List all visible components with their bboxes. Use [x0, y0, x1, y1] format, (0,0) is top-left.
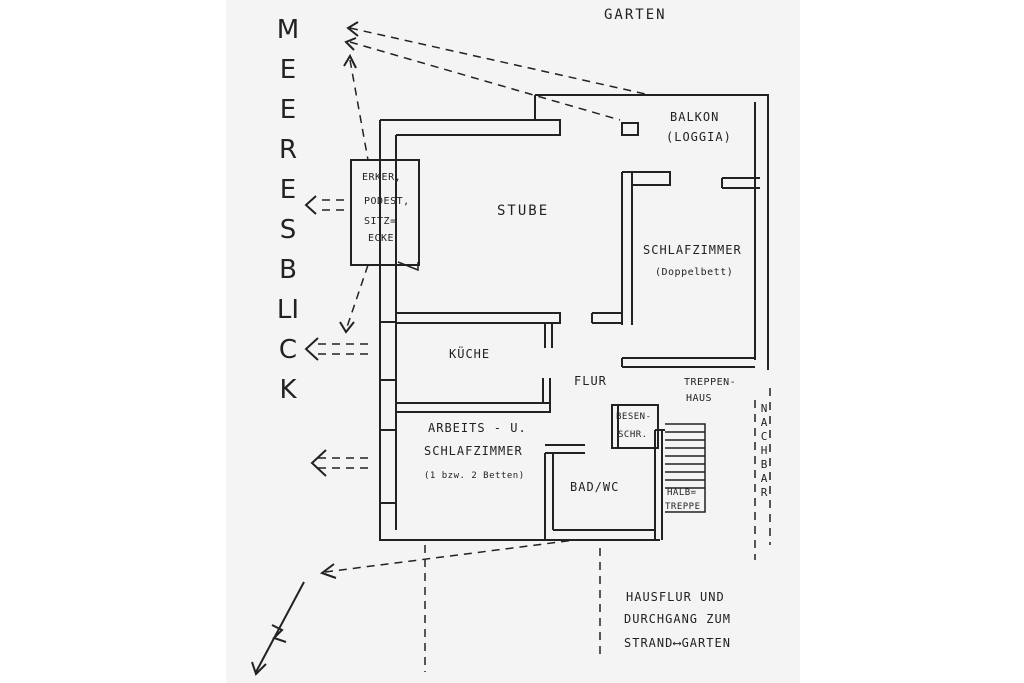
- label-balkon: BALKON: [670, 110, 720, 124]
- label-loggia: (LOGGIA): [666, 130, 732, 144]
- label-treppenhaus-2: HAUS: [686, 393, 713, 404]
- walls: [379, 94, 769, 541]
- north-arrow: [251, 581, 305, 676]
- staircase: [665, 423, 706, 513]
- label-schlafzimmer: SCHLAFZIMMER: [643, 243, 742, 257]
- label-hausflur-3: STRAND⟷GARTEN: [624, 636, 731, 650]
- dashed-lines: [318, 27, 771, 672]
- label-doppelbett: (Doppelbett): [655, 267, 734, 278]
- label-erker-2: PODEST,: [364, 196, 410, 207]
- label-hausflur-2: DURCHGANG ZUM: [624, 612, 731, 626]
- label-halbtreppe-2: TREPPE: [665, 502, 701, 512]
- paper-sheet: [226, 0, 800, 683]
- label-erker-1: ERKER,: [362, 172, 402, 183]
- label-kueche: KÜCHE: [449, 347, 491, 361]
- label-betten: (1 bzw. 2 Betten): [424, 471, 525, 481]
- label-erker-4: ECKE: [368, 233, 395, 244]
- label-arbeitszimmer-2: SCHLAFZIMMER: [424, 444, 523, 458]
- label-besenschrank-1: BESEN-: [616, 412, 652, 422]
- label-erker-3: SITZ=: [364, 216, 397, 227]
- label-nachbar: NACHBAR: [760, 402, 768, 499]
- label-treppenhaus-1: TREPPEN-: [684, 377, 737, 388]
- label-stube: STUBE: [497, 203, 550, 219]
- erker-podest: [350, 159, 420, 272]
- label-besenschrank-2: SCHR.: [618, 430, 648, 440]
- label-arbeitszimmer-1: ARBEITS - U.: [428, 421, 527, 435]
- label-halbtreppe-1: HALB=: [667, 488, 697, 498]
- label-hausflur-1: HAUSFLUR UND: [626, 590, 725, 604]
- label-meeresblick: MEERESBLICK: [276, 15, 300, 405]
- label-flur: FLUR: [574, 374, 607, 388]
- view-arrows: [304, 21, 359, 579]
- label-garten: GARTEN: [604, 7, 667, 23]
- label-bad-wc: BAD/WC: [570, 480, 620, 494]
